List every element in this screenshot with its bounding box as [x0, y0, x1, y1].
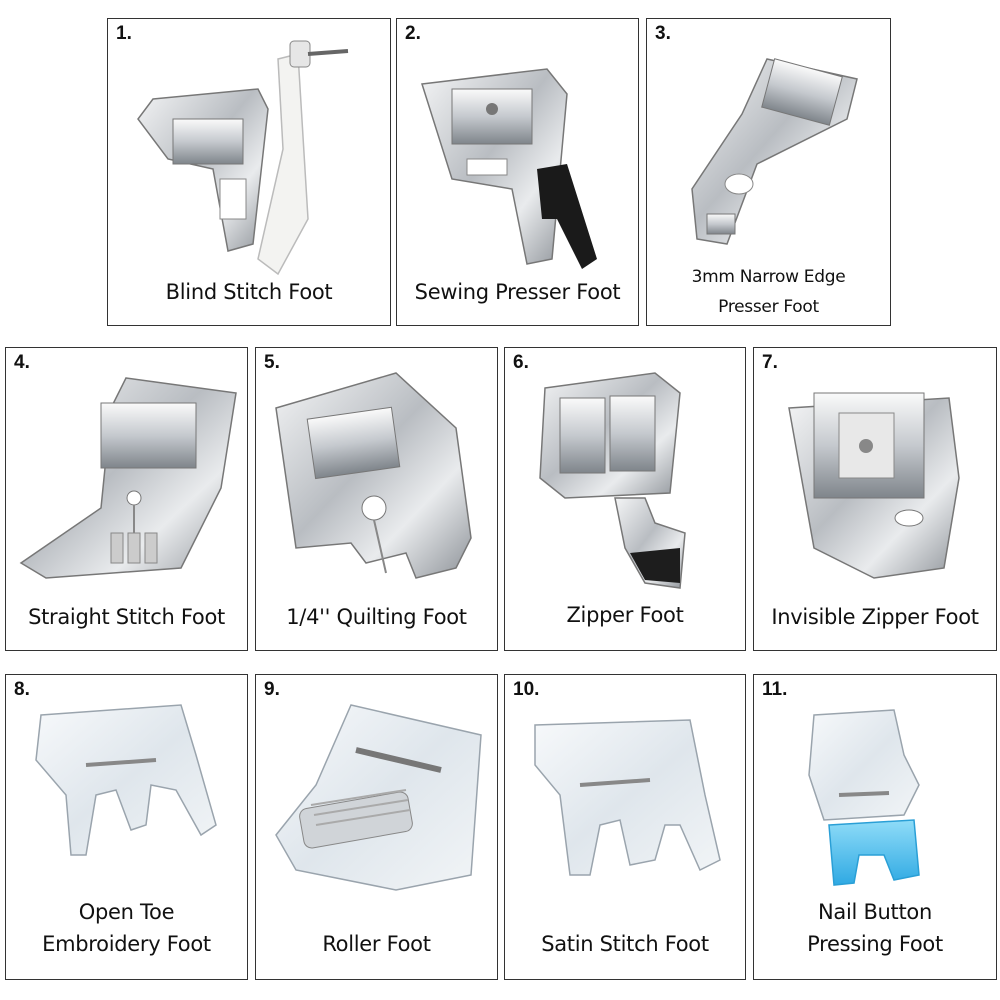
invisible-zipper-foot-card: 7. Invisible Zipper Foot: [753, 347, 997, 651]
caption: Open Toe Embroidery Foot: [6, 897, 247, 960]
card-number: 5.: [264, 352, 280, 373]
caption-line: Straight Stitch Foot: [28, 605, 225, 629]
caption-line: Sewing Presser Foot: [414, 280, 621, 304]
caption-line: Invisible Zipper Foot: [771, 605, 979, 629]
caption: 3mm Narrow Edge Presser Foot: [647, 263, 890, 323]
caption: Nail Button Pressing Foot: [754, 897, 996, 960]
card-number: 3.: [655, 23, 671, 44]
zipper-foot-image: [539, 372, 686, 589]
caption-line: 1/4'' Quilting Foot: [286, 605, 467, 629]
caption: Blind Stitch Foot: [108, 277, 390, 309]
caption-line: Nail Button: [818, 900, 932, 924]
caption: Straight Stitch Foot: [6, 602, 247, 634]
card-number: 7.: [762, 352, 778, 373]
card-number: 2.: [405, 23, 421, 44]
caption: Invisible Zipper Foot: [754, 602, 996, 634]
card-number: 9.: [264, 679, 280, 700]
caption: Sewing Presser Foot: [397, 277, 638, 309]
caption-line: Pressing Foot: [807, 931, 943, 956]
caption-line: Zipper Foot: [566, 603, 684, 627]
caption: 1/4'' Quilting Foot: [256, 602, 497, 634]
card-number: 8.: [14, 679, 30, 700]
straight-stitch-foot-card: 4. Straight Stitch Foot: [5, 347, 248, 651]
roller-foot-card: 9. Roller Foot: [255, 674, 498, 980]
caption-line: 3mm Narrow Edge: [691, 267, 846, 287]
straight-stitch-foot-image: [19, 377, 237, 579]
card-number: 11.: [762, 679, 788, 700]
open-toe-foot-card: 8. Open Toe Embroidery Foot: [5, 674, 248, 980]
caption: Zipper Foot: [505, 600, 745, 632]
satin-stitch-foot-card: 10. Satin Stitch Foot: [504, 674, 746, 980]
quilting-foot-image: [275, 372, 472, 579]
blind-stitch-foot-card: 1. Blind Stitch Foot: [107, 18, 391, 326]
narrow-edge-foot-image: [691, 58, 858, 245]
caption-line: Open Toe: [78, 900, 175, 924]
invisible-zipper-foot-image: [788, 392, 960, 579]
narrow-edge-foot-card: 3. 3mm Narrow Edge Presser Foot: [646, 18, 891, 326]
caption: Satin Stitch Foot: [505, 929, 745, 961]
card-number: 10.: [513, 679, 540, 700]
caption-line: Roller Foot: [322, 932, 431, 956]
sewing-presser-foot-card: 2. Sewing Presser Foot: [396, 18, 639, 326]
caption-line: Embroidery Foot: [42, 931, 211, 956]
card-number: 1.: [116, 23, 132, 44]
sewing-presser-foot-image: [421, 68, 597, 269]
open-toe-foot-image: [35, 704, 217, 856]
satin-stitch-foot-image: [534, 719, 721, 876]
quilting-foot-card: 5. 1/4'' Quilting Foot: [255, 347, 498, 651]
card-number: 6.: [513, 352, 529, 373]
card-number: 4.: [14, 352, 30, 373]
blind-stitch-foot-image: [137, 40, 349, 276]
button-foot-card: 11. Nail Button Pressing Foot: [753, 674, 997, 980]
caption-line: Presser Foot: [718, 296, 819, 317]
roller-foot-image: [275, 704, 482, 891]
caption: Roller Foot: [256, 929, 497, 961]
caption-line: Blind Stitch Foot: [165, 280, 333, 304]
button-foot-image: [808, 709, 920, 886]
caption-line: Satin Stitch Foot: [541, 932, 709, 956]
zipper-foot-card: 6. Zipper Foot: [504, 347, 746, 651]
